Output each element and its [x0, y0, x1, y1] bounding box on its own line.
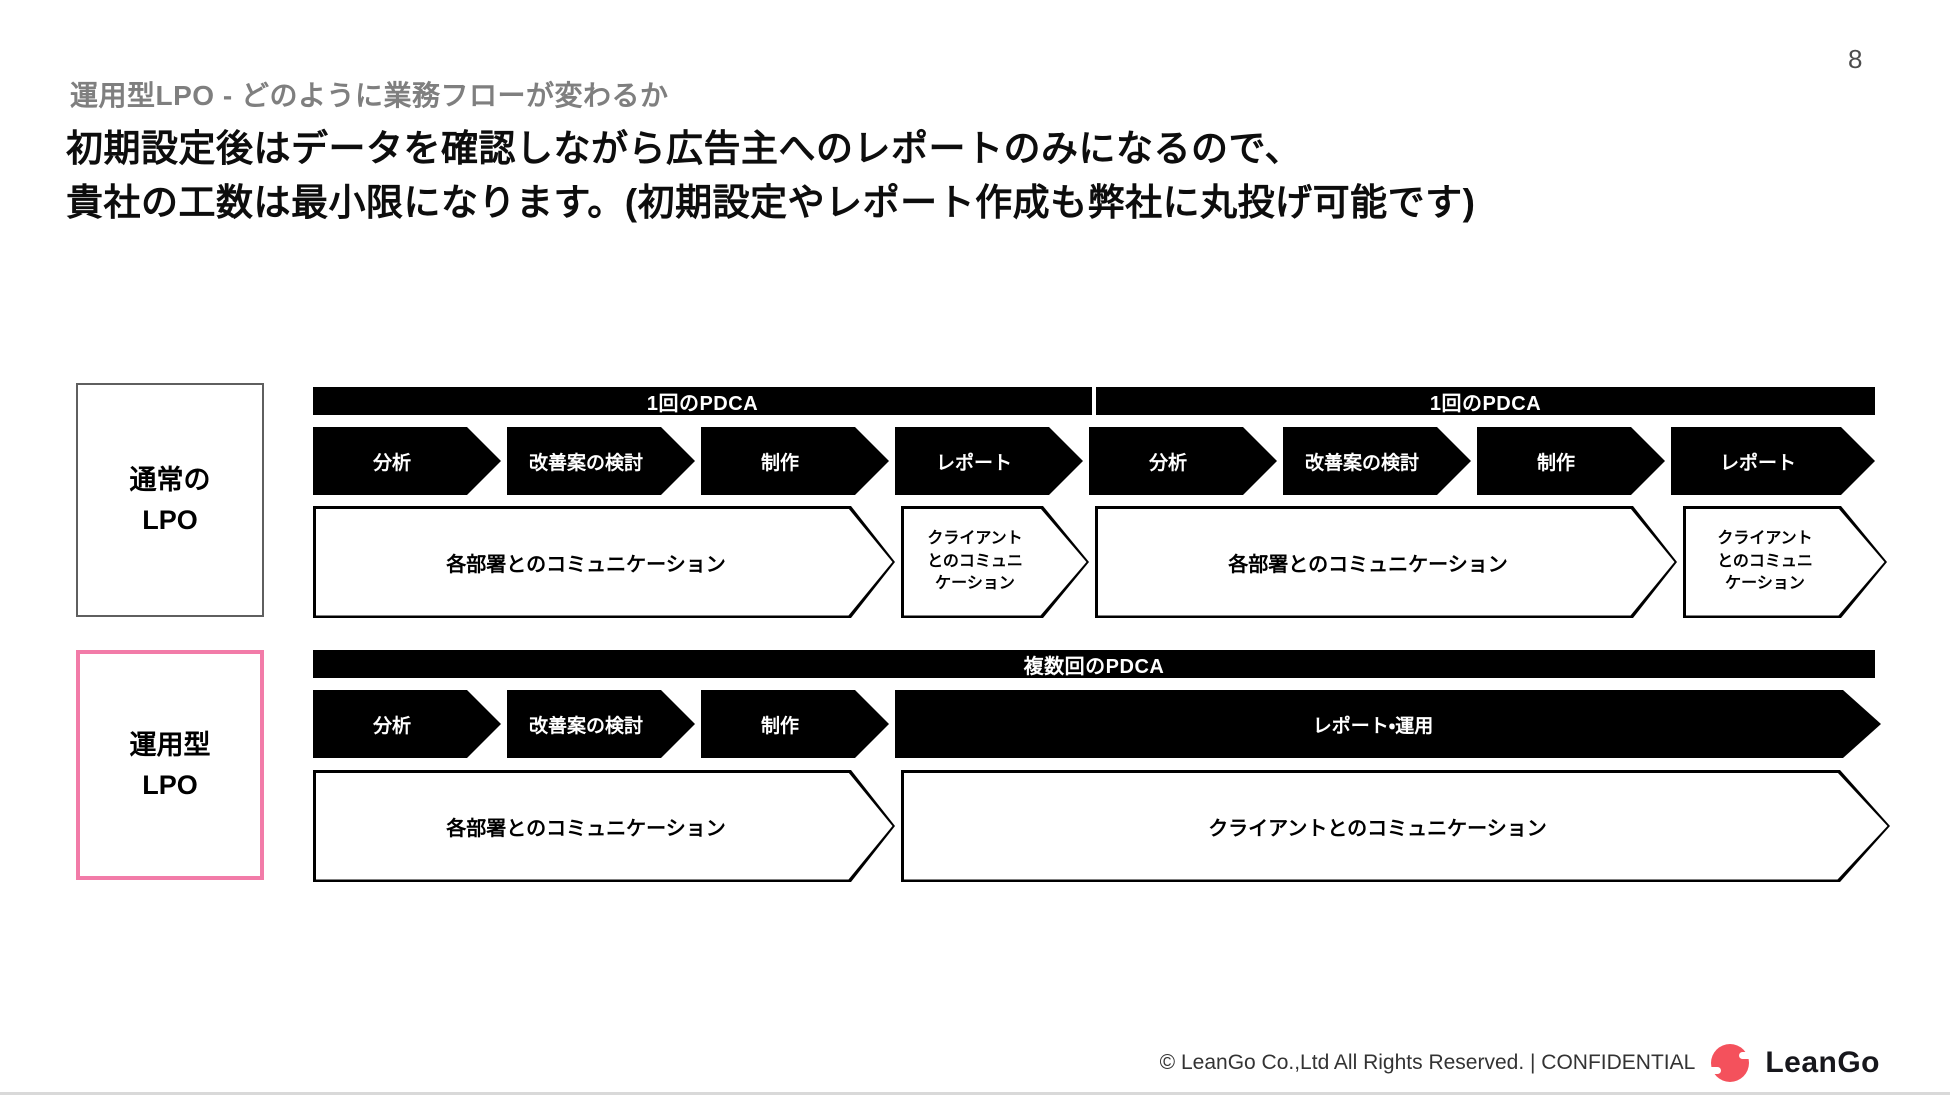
step-arrow: 改善案の検討: [507, 427, 695, 495]
normal-lpo-label: 通常の LPO: [129, 464, 211, 536]
communication-arrow-fill: [316, 773, 893, 880]
leango-brand-text: LeanGo: [1765, 1046, 1880, 1079]
communication-arrow: 各部署とのコミュニケーション: [313, 506, 895, 618]
logo-notch: [1739, 1052, 1753, 1059]
communication-arrow: クライアント とのコミュニ ケーション: [901, 506, 1089, 618]
page-number: 8: [1848, 44, 1863, 74]
leango-logo-icon: [1708, 1044, 1753, 1082]
communication-arrow-label: クライアント とのコミュニ ケーション: [1717, 530, 1813, 593]
pdca-header-bar: 複数回のPDCA: [313, 650, 1875, 678]
copyright-text: © LeanGo Co.,Ltd All Rights Reserved. | …: [1159, 1051, 1696, 1074]
communication-arrow-label: 各部署とのコミュニケーション: [446, 553, 726, 576]
step-arrow: 改善案の検討: [507, 690, 695, 758]
step-arrow: 制作: [701, 427, 889, 495]
pdca-header-bar: 1回のPDCA: [1096, 387, 1875, 415]
communication-arrow-label: クライアントとのコミュニケーション: [1208, 817, 1547, 840]
slide-heading: 初期設定後はデータを確認しながら広告主へのレポートのみになるので、 貴社の工数は…: [66, 122, 1475, 229]
communication-arrow: 各部署とのコミュニケーション: [313, 770, 895, 882]
normal-lpo-label-box: 通常の LPO: [76, 383, 264, 617]
communication-arrow-label: クライアント とのコミュニ ケーション: [927, 530, 1023, 593]
step-arrow: 分析: [313, 427, 501, 495]
bottom-divider: [0, 1092, 1950, 1095]
communication-arrow: クライアントとのコミュニケーション: [901, 770, 1890, 882]
communication-arrow: クライアント とのコミュニ ケーション: [1683, 506, 1887, 618]
step-arrow: レポート・運用: [895, 690, 1881, 758]
heading-line-2: 貴社の工数は最小限になります。(初期設定やレポート作成も弊社に丸投げ可能です): [66, 181, 1476, 223]
step-arrow: 分析: [313, 690, 501, 758]
step-arrow: レポート: [1671, 427, 1875, 495]
communication-arrow-fill: [904, 773, 1888, 880]
slide-title: 運用型LPO - どのように業務フローが変わるか: [70, 80, 669, 111]
communication-arrow-label: 各部署とのコミュニケーション: [1228, 553, 1508, 576]
pdca-header-bar: 1回のPDCA: [313, 387, 1092, 415]
communication-arrow-fill: [316, 509, 893, 616]
step-arrow: 改善案の検討: [1283, 427, 1471, 495]
step-arrow: 分析: [1089, 427, 1277, 495]
communication-arrow-label: 各部署とのコミュニケーション: [446, 817, 726, 840]
communication-arrow-fill: [1098, 509, 1675, 616]
step-arrow: 制作: [701, 690, 889, 758]
operational-lpo-label: 運用型 LPO: [129, 729, 211, 801]
step-arrow: 制作: [1477, 427, 1665, 495]
heading-line-1: 初期設定後はデータを確認しながら広告主へのレポートのみになるので、: [66, 128, 1303, 169]
communication-arrow: 各部署とのコミュニケーション: [1095, 506, 1677, 618]
logo-notch: [1708, 1067, 1722, 1074]
footer: © LeanGo Co.,Ltd All Rights Reserved. | …: [1160, 1040, 1880, 1086]
operational-lpo-label-box: 運用型 LPO: [76, 650, 264, 880]
step-arrow: レポート: [895, 427, 1083, 495]
communication-arrow-fill: [1686, 509, 1885, 616]
